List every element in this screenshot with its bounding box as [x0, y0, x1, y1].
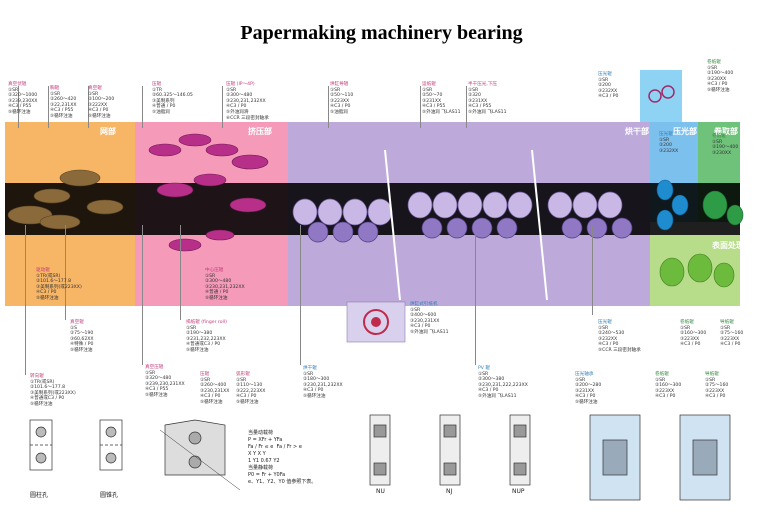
leader-line	[88, 86, 89, 128]
caption-cylindrical-bore: 圆柱孔	[30, 492, 49, 499]
caption-nu: NU	[376, 488, 385, 495]
caption-nup: NUP	[512, 488, 525, 495]
caption-tapered-bore: 圆锥孔	[100, 492, 119, 499]
leader-line	[25, 225, 26, 375]
leader-line	[328, 86, 329, 128]
leader-line	[142, 86, 143, 128]
leader-line	[475, 225, 476, 365]
leader-line	[180, 225, 181, 320]
section-label-press: 挤压部	[248, 127, 272, 136]
load-formula-block: 当量动载荷 P = XFr + YFa Fa / Fr ≤ e Fa / Fr …	[248, 430, 317, 485]
leader-line	[420, 86, 421, 128]
section-label-dryer: 烘干部	[625, 127, 649, 136]
caption-nj: NJ	[446, 488, 453, 495]
section-label-calender: 压光部	[673, 127, 697, 136]
leader-line	[466, 86, 467, 128]
section-label-wire: 网部	[100, 127, 116, 136]
leader-line	[222, 86, 223, 128]
page-title: Papermaking machinery bearing	[240, 22, 523, 44]
section-label-reel: 卷取部	[714, 127, 738, 136]
leader-line	[65, 225, 66, 320]
leader-line	[300, 225, 301, 365]
section-label-coat: 表面处理	[712, 241, 744, 250]
leader-line	[18, 86, 19, 128]
leader-line	[48, 86, 49, 128]
leader-line	[142, 225, 143, 365]
leader-line	[592, 225, 593, 315]
